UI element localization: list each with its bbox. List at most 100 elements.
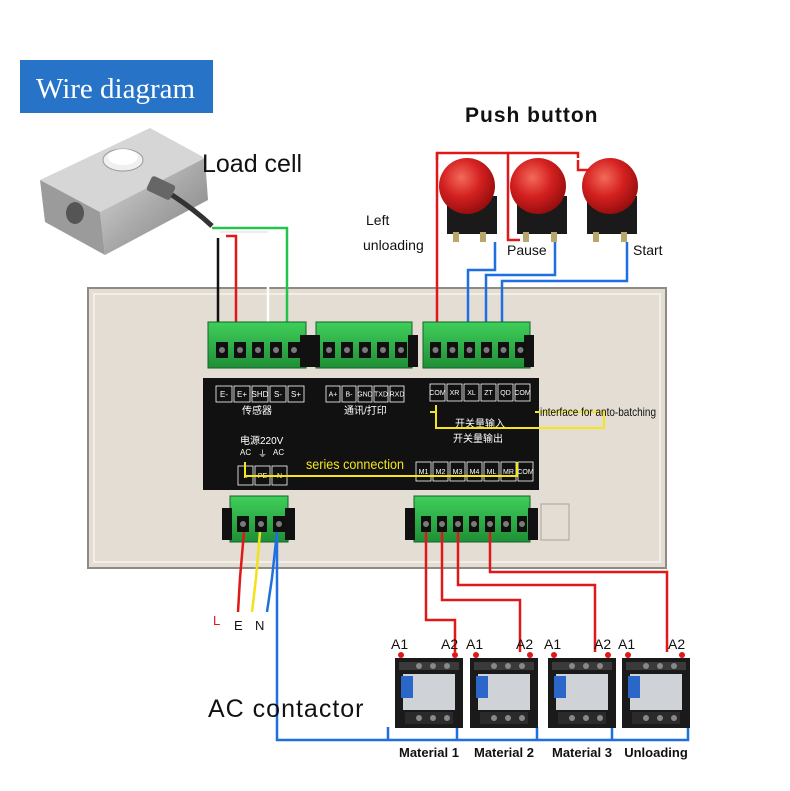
left-unloading-label-2: unloading (363, 237, 424, 253)
load-cell-image (40, 128, 214, 255)
terminal-label: A+ (329, 392, 338, 399)
terminal-label-box (325, 385, 341, 403)
contactor-name: Unloading (624, 745, 688, 760)
terminal-label-box (415, 461, 432, 482)
terminal-label-box (463, 383, 480, 402)
terminal-label: SHD (252, 390, 269, 399)
terminal-screw (291, 347, 297, 353)
terminal-screw (273, 347, 279, 353)
terminal-label: COM (517, 469, 534, 476)
comm-caption: 通讯/打印 (344, 404, 387, 417)
terminal-label-box (251, 385, 269, 403)
sensor-caption: 传感器 (242, 404, 272, 417)
terminal-slots (216, 342, 527, 532)
power-sub-ground: ⏚ (258, 449, 267, 459)
terminal-label: S- (274, 390, 282, 399)
terminal-label: ZT (484, 390, 493, 397)
contactor-name: Material 1 (399, 745, 459, 760)
terminal-label: XL (467, 390, 476, 397)
push-button-pause (510, 158, 567, 242)
ac-contactor-label: AC contactor (208, 695, 365, 723)
terminal-screw (276, 521, 282, 527)
terminal-label: E+ (237, 390, 247, 399)
terminal-label: RXD (390, 392, 405, 399)
terminal-screw (362, 347, 368, 353)
contactor-name: Material 2 (474, 745, 534, 760)
terminal-label: QD (500, 390, 511, 397)
terminal-label-box (389, 385, 405, 403)
output-wires (424, 532, 669, 652)
push-button-label: Push button (465, 104, 598, 127)
push-button-left (439, 158, 497, 242)
terminal-screw (503, 521, 509, 527)
terminal-label-box (341, 385, 357, 403)
terminal-label-box (480, 383, 497, 402)
series-connection-note: series connection (306, 456, 404, 472)
terminal-screw (344, 347, 350, 353)
terminal-screw (240, 521, 246, 527)
contactor-a2-label: A2 (594, 636, 611, 652)
terminal-screw (326, 347, 332, 353)
terminal-label: MR (503, 469, 514, 476)
terminal-screw (519, 521, 525, 527)
terminal-label-box (483, 461, 500, 482)
terminal-label: TXD (374, 392, 388, 399)
interface-note: interface for anto-batching (540, 405, 656, 419)
terminal-label-box (514, 383, 531, 402)
terminal-label: B- (346, 392, 354, 399)
terminal-screw (487, 521, 493, 527)
terminal-label-box (357, 385, 373, 403)
push-button-start (582, 158, 638, 242)
power-wires (236, 531, 690, 742)
terminal-label: M4 (470, 469, 480, 476)
terminal-label: GND (357, 392, 373, 399)
terminal-label: S+ (291, 390, 301, 399)
start-label: Start (633, 242, 663, 258)
contactor-a1-label: A1 (544, 636, 561, 652)
terminal-label-box (429, 383, 446, 402)
yellow-annotation-lines (244, 405, 605, 477)
terminal-screw (517, 347, 524, 353)
terminal-screw (466, 347, 473, 353)
input-caption: 开关量输入 (455, 417, 505, 430)
power-label-N: N (255, 618, 264, 633)
contactor-a1-label: A1 (618, 636, 635, 652)
terminal-label-box (449, 461, 466, 482)
contactor-a2-label: A2 (441, 636, 458, 652)
terminal-screw (483, 347, 490, 353)
terminal-screw (432, 347, 439, 353)
page-title: Wire diagram (36, 73, 196, 105)
title-badge: Wire diagram (20, 60, 213, 113)
terminal-label-box (233, 385, 251, 403)
pause-label: Pause (507, 242, 547, 258)
terminal-label: COM (429, 390, 446, 397)
terminal-label-box (269, 385, 287, 403)
terminal-screw (219, 347, 225, 353)
contactor-a2-label: A2 (516, 636, 533, 652)
terminal-label-box (446, 383, 463, 402)
power-caption: 电源220V (240, 434, 284, 447)
contactor-a1-label: A1 (391, 636, 408, 652)
terminal-label-sheet (203, 378, 539, 490)
power-label-E: E (234, 618, 243, 633)
left-unloading-label-1: Left (366, 212, 389, 228)
contactor-a2-label: A2 (668, 636, 685, 652)
terminal-screw (423, 521, 429, 527)
power-label-L: L (213, 613, 220, 628)
power-sub-ac-right: AC (273, 448, 284, 457)
power-sub-ac-left: AC (240, 448, 251, 457)
terminal-label-box (373, 385, 389, 403)
terminal-label-box (287, 385, 305, 403)
terminal-label: M1 (419, 469, 429, 476)
terminal-screw (500, 347, 507, 353)
terminal-label-box (432, 461, 449, 482)
terminal-screw (237, 347, 243, 353)
